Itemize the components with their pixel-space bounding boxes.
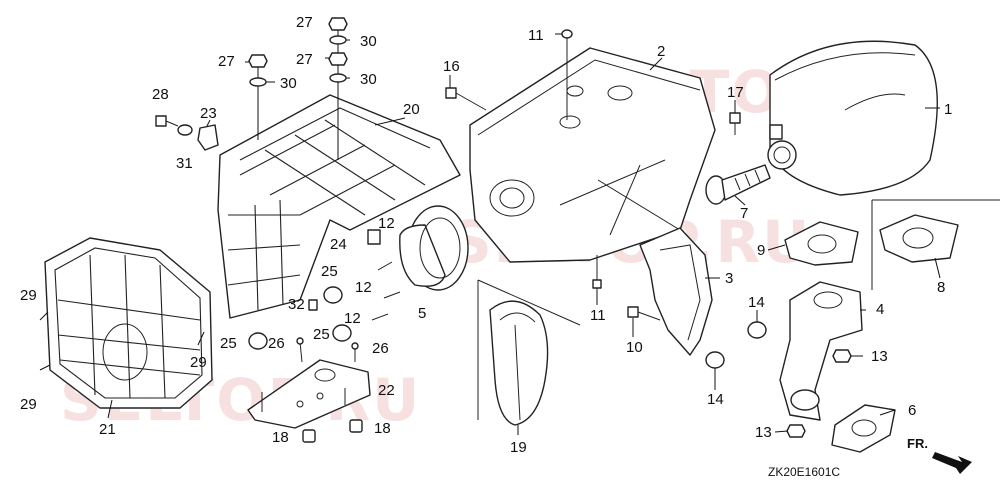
callout-21: 21: [99, 421, 116, 438]
callout-10: 10: [626, 339, 643, 356]
label-24: [367, 229, 381, 245]
callout-19: 19: [510, 439, 527, 456]
callout-12-bottom: 12: [344, 310, 361, 327]
callout-5: 5: [418, 305, 426, 322]
callout-7: 7: [740, 205, 748, 222]
callout-27-left: 27: [218, 53, 235, 70]
callout-29-bottom: 29: [20, 396, 37, 413]
callout-22: 22: [378, 382, 395, 399]
callout-20: 20: [403, 101, 420, 118]
grommets-14: [705, 321, 767, 369]
callout-9: 9: [757, 242, 765, 259]
leaders-left: [39, 24, 406, 419]
callout-4: 4: [876, 301, 884, 318]
diagram-code: ZK20E1601C: [768, 465, 840, 479]
part-32: [308, 299, 318, 311]
bolts-26: [296, 337, 359, 363]
callout-30-top: 30: [360, 33, 377, 50]
shield-part-19: [489, 300, 549, 426]
callout-26-left: 26: [268, 335, 285, 352]
callout-25-middle: 25: [313, 326, 330, 343]
divider-19-top: [477, 279, 581, 326]
callout-31: 31: [176, 155, 193, 172]
callout-18-left: 18: [272, 429, 289, 446]
spark-arrester-7: [705, 164, 771, 205]
leaders-right: [449, 33, 941, 435]
callout-1: 1: [944, 101, 952, 118]
front-arrow: FR.: [907, 436, 972, 474]
nuts-13: [786, 349, 852, 438]
callout-16: 16: [443, 58, 460, 75]
callout-14-bottom: 14: [707, 391, 724, 408]
callout-numbers: 1 2 3 4 5 6 7 8 9 10 11 11 12 12 12 13 1…: [20, 14, 952, 456]
callout-2: 2: [657, 43, 665, 60]
callout-23: 23: [200, 105, 217, 122]
callout-14-top: 14: [748, 294, 765, 311]
gasket-8: [879, 214, 959, 263]
washers-30: [249, 35, 347, 87]
callout-13-right: 13: [871, 348, 888, 365]
gasket-6: [831, 404, 896, 453]
bolts-12: [371, 261, 401, 321]
washer-31: [177, 124, 193, 136]
screw-11-bottom: [592, 255, 602, 290]
callout-8: 8: [937, 279, 945, 296]
callout-28: 28: [152, 86, 169, 103]
base-plate-22: [247, 359, 371, 429]
callout-30-left: 30: [280, 75, 297, 92]
bolt-10: [627, 306, 661, 321]
callout-29-top: 29: [20, 287, 37, 304]
callout-29-right: 29: [190, 354, 207, 371]
callout-13-bottom: 13: [755, 424, 772, 441]
callout-26-right: 26: [372, 340, 389, 357]
shroud-part-21: [44, 237, 213, 409]
callout-6: 6: [908, 402, 916, 419]
shroud-part-20: [217, 94, 461, 319]
callout-24: 24: [330, 236, 347, 253]
nuts-27: [248, 17, 348, 68]
callout-12-middle: 12: [355, 279, 372, 296]
callout-18-right: 18: [374, 420, 391, 437]
callout-17: 17: [727, 84, 744, 101]
gasket-9: [784, 221, 859, 266]
bolt-16: [445, 87, 487, 111]
callout-11-top: 11: [528, 27, 544, 44]
callout-27-top: 27: [296, 14, 313, 31]
callout-30-middle: 30: [360, 71, 377, 88]
callout-25-left: 25: [220, 335, 237, 352]
front-label: FR.: [907, 436, 928, 451]
muffler-part-1: [767, 40, 938, 196]
screw-11-top: [561, 29, 573, 120]
callout-11-bottom: 11: [590, 307, 606, 324]
callout-25-top: 25: [321, 263, 338, 280]
callout-12-top: 12: [378, 215, 395, 232]
feet-18: [302, 419, 363, 443]
callout-27-middle: 27: [296, 51, 313, 68]
bracket-part-3: [639, 227, 713, 356]
grommets-25: [248, 286, 352, 350]
clip-23: [197, 124, 219, 151]
manifold-part-4: [779, 281, 863, 421]
callout-32: 32: [288, 296, 305, 313]
guard-part-5: [399, 205, 469, 291]
callout-3: 3: [725, 270, 733, 287]
bolt-28: [155, 115, 179, 127]
